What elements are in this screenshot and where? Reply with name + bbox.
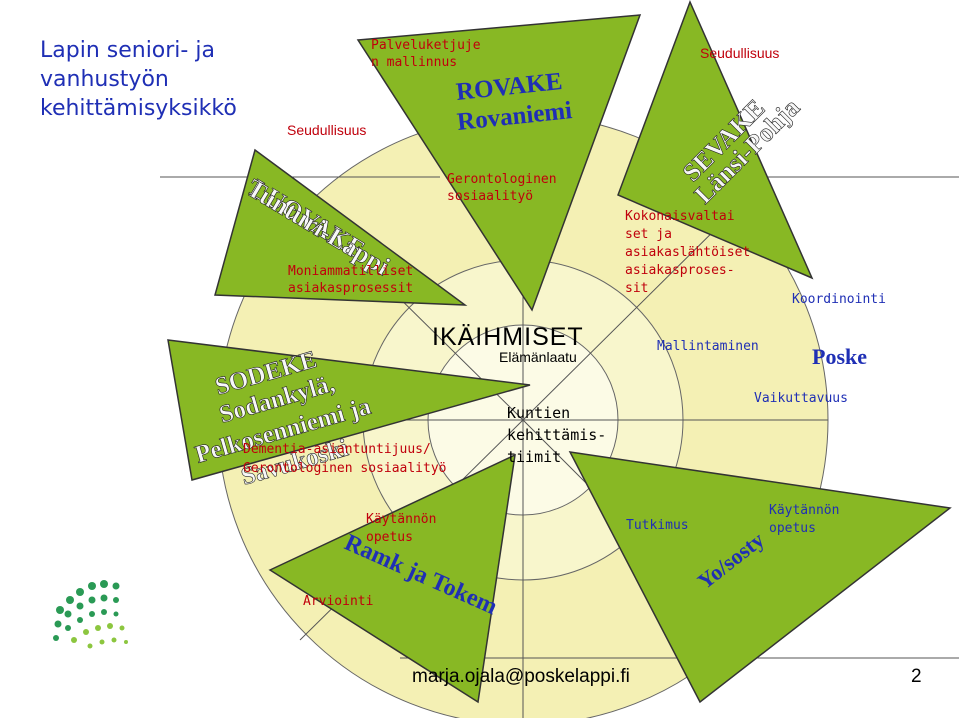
sodeke-theme-line2: Gerontologinen sosiaalityö [243,461,447,476]
sodeke-theme-line1: Dementia-asiantuntijuus/ [243,442,431,457]
sevake-theme-line1: Kokonaisvaltai [625,209,735,224]
yo-left-label: Tutkimus [626,518,689,533]
triangle-ramk [268,453,516,704]
dot-swirl-logo-icon [38,553,142,657]
sevake-theme-line5: sit [625,281,648,296]
page-number: 2 [911,666,922,687]
triangle-rovake [356,14,642,312]
triangle-yo [568,451,952,704]
rovake-bottom-label-line1: Gerontologinen [447,172,557,187]
center-main-label: IKÄIHMISET [432,323,584,351]
sevake-theme-line3: asiakaslähtöiset [625,245,750,260]
poske-label-coordination: Koordinointi [792,292,886,307]
center-sub-label: Elämänlaatu [499,349,577,365]
poske-name: Poske [812,344,867,369]
triangle-sevake [617,0,814,280]
kuntien-line2: kehittämis- [507,426,606,444]
luovake-theme-line1: Moniammatilliset [288,264,413,279]
triangle-luovake [214,148,468,306]
yo-right-label-line1: Käytännön [769,503,839,518]
luovake-theme-line2: asiakasprosessit [288,281,413,296]
sevake-theme-line2: set ja [625,227,672,242]
slide-title: Lapin seniori- ja vanhustyön kehittämisy… [40,38,237,121]
ramk-top-label-line2: opetus [366,530,413,545]
sevake-region-label: Seudullisuus [700,45,779,61]
kuntien-line1: Kuntien [507,404,570,422]
rovake-bottom-label-line2: sosiaalityö [447,189,533,204]
kuntien-line3: tiimit [507,448,561,466]
yo-right-label-line2: opetus [769,521,816,536]
luovake-region-label: Seudullisuus [287,122,366,138]
triangle-sodeke [167,339,531,481]
poske-label-modeling: Mallintaminen [657,339,759,354]
footer-email: marja.ojala@poskelappi.fi [412,666,630,687]
sevake-theme-line4: asiakasproses- [625,263,735,278]
ramk-top-label-line1: Käytännön [366,512,436,527]
rovake-top-label-line1: Palveluketjuje [371,38,481,53]
ramk-bottom-label: Arviointi [303,594,373,609]
rovake-top-label-line2: n mallinnus [371,55,457,70]
poske-label-impact: Vaikuttavuus [754,391,848,406]
